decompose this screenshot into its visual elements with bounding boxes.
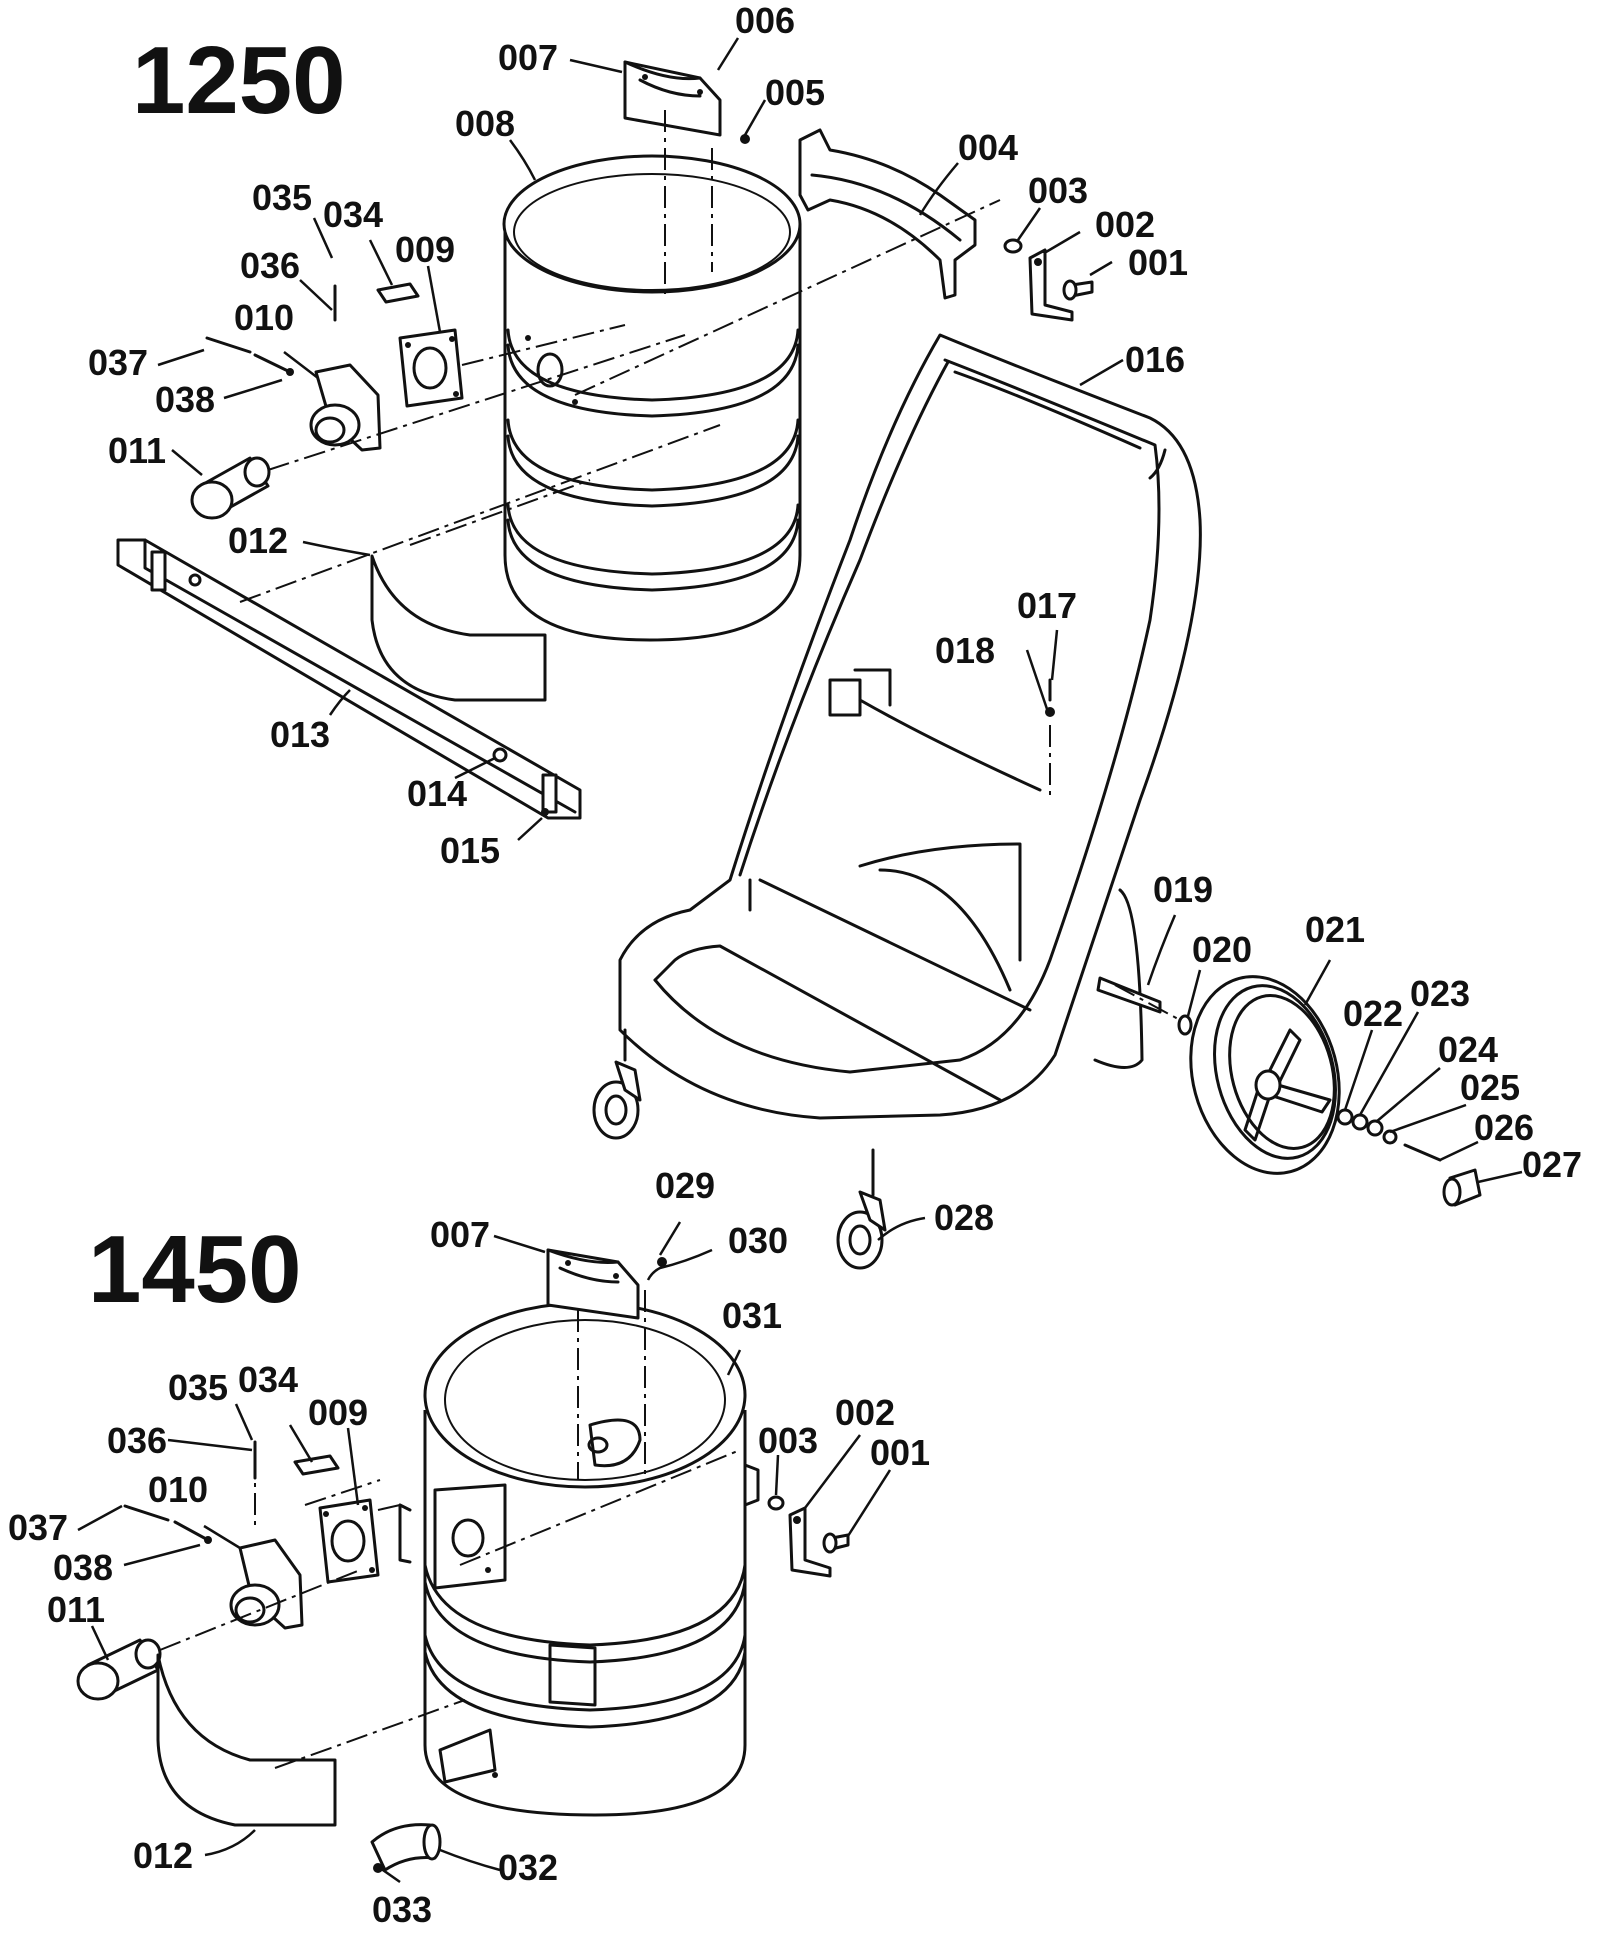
screw-005	[740, 134, 750, 144]
part-label: 001	[1128, 242, 1188, 283]
washer-003a	[1003, 238, 1023, 254]
part-label: 027	[1522, 1144, 1582, 1185]
part-label: 017	[1017, 585, 1077, 626]
screw-001a	[1062, 279, 1094, 301]
plate-009-lower	[318, 1498, 380, 1584]
mount-010-upper	[309, 363, 382, 452]
model-title-1250: 1250	[132, 27, 346, 134]
part-label: 011	[108, 430, 166, 471]
part-label: 032	[498, 1847, 558, 1888]
elbow-032	[370, 1823, 442, 1872]
bar-013	[116, 538, 582, 820]
part-label: 015	[440, 830, 500, 871]
leader-lines	[77, 37, 1523, 1884]
part-label: 029	[655, 1165, 715, 1206]
cartridge-011-lower	[76, 1638, 162, 1701]
part-label: 003	[758, 1420, 818, 1461]
part-labels: 007 006 005 008 004 003 002 001 035 034 …	[8, 0, 1582, 1930]
part-label: 013	[270, 714, 330, 755]
part-label: 021	[1305, 909, 1365, 950]
bracket-004	[798, 128, 977, 300]
screw-033	[373, 1863, 383, 1873]
part-label: 007	[430, 1214, 490, 1255]
screw-001b	[822, 1532, 850, 1554]
label-034-lower	[293, 1454, 340, 1476]
part-label: 037	[8, 1507, 68, 1548]
part-label: 034	[323, 194, 383, 235]
caster-028	[836, 1148, 887, 1270]
part-label: 020	[1192, 929, 1252, 970]
part-label: 033	[372, 1889, 432, 1930]
part-label: 010	[148, 1469, 208, 1510]
part-label: 002	[1095, 204, 1155, 245]
washer-022	[1336, 1108, 1354, 1126]
pin-038-upper	[253, 353, 292, 374]
part-label: 005	[765, 72, 825, 113]
part-label: 014	[407, 773, 467, 814]
cartridge-011-upper	[190, 456, 271, 520]
part-label: 028	[934, 1197, 994, 1238]
caster-left	[592, 1028, 642, 1140]
pin-037-upper	[205, 336, 252, 354]
washer-024	[1366, 1119, 1384, 1137]
washer-025	[1382, 1129, 1398, 1145]
drum-031	[423, 1301, 760, 1817]
model-title-1450: 1450	[88, 1216, 302, 1323]
part-label: 009	[308, 1392, 368, 1433]
bracket-002a	[1028, 248, 1074, 322]
part-label: 038	[155, 379, 215, 420]
shield-012-lower	[156, 1653, 337, 1827]
part-label: 002	[835, 1392, 895, 1433]
bolt-026	[1403, 1143, 1442, 1162]
part-label: 018	[935, 630, 995, 671]
part-label: 036	[240, 245, 300, 286]
part-label: 034	[238, 1359, 298, 1400]
axle-019	[1096, 976, 1162, 1014]
plate-009-upper	[398, 328, 464, 408]
part-label: 026	[1474, 1107, 1534, 1148]
pin-037-lower	[123, 1504, 170, 1522]
part-label: 036	[107, 1420, 167, 1461]
bracket-007-upper	[623, 60, 722, 137]
part-label: 011	[47, 1589, 105, 1630]
part-label: 019	[1153, 869, 1213, 910]
part-label: 030	[728, 1220, 788, 1261]
part-label: 008	[455, 103, 515, 144]
drum-008	[502, 154, 802, 642]
part-label: 012	[133, 1835, 193, 1876]
part-label: 035	[252, 177, 312, 218]
mount-010-lower	[229, 1538, 304, 1630]
washer-023	[1351, 1113, 1369, 1131]
part-label: 024	[1438, 1029, 1498, 1070]
part-label: 016	[1125, 339, 1185, 380]
part-label: 035	[168, 1367, 228, 1408]
part-label: 038	[53, 1547, 113, 1588]
part-label: 007	[498, 37, 558, 78]
part-label: 022	[1343, 993, 1403, 1034]
cap-027	[1442, 1168, 1482, 1207]
part-label: 010	[234, 297, 294, 338]
bracket-007-lower	[546, 1248, 640, 1320]
washer-003b	[767, 1495, 785, 1511]
part-label: 006	[735, 0, 795, 41]
shield-012-upper	[370, 554, 547, 702]
part-label: 025	[1460, 1067, 1520, 1108]
part-label: 009	[395, 229, 455, 270]
screw-029	[657, 1257, 667, 1267]
part-label: 012	[228, 520, 288, 561]
part-label: 003	[1028, 170, 1088, 211]
cart-frame-016	[618, 333, 1202, 1120]
part-label: 001	[870, 1432, 930, 1473]
pin-038-lower	[173, 1520, 210, 1542]
part-label: 037	[88, 342, 148, 383]
part-label: 004	[958, 127, 1018, 168]
part-label: 023	[1410, 973, 1470, 1014]
label-034-upper	[376, 282, 420, 304]
part-label: 031	[722, 1295, 782, 1336]
washer-020	[1177, 1014, 1193, 1036]
wheel-021	[1189, 975, 1341, 1175]
